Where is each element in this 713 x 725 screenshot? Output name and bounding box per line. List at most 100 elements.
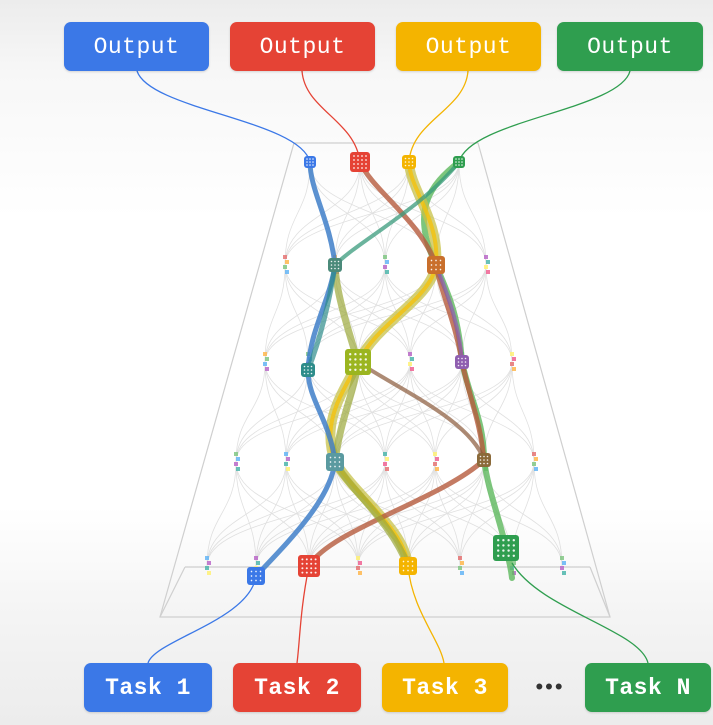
background-connection — [407, 461, 535, 567]
module-box — [427, 256, 445, 274]
neuron-marker — [286, 457, 290, 461]
background-connection — [533, 461, 563, 567]
background-connection — [334, 361, 513, 463]
background-connection — [264, 264, 286, 363]
neuron-marker — [534, 467, 538, 471]
neuron-marker — [236, 467, 240, 471]
background-connection — [458, 161, 487, 266]
neuron-marker — [285, 260, 289, 264]
neuron-marker — [284, 452, 288, 456]
neuron-marker — [254, 556, 258, 560]
background-connection — [284, 161, 410, 266]
background-connection — [264, 361, 287, 463]
task-connectors — [147, 562, 649, 664]
neuron-marker — [383, 265, 387, 269]
neuron-marker — [486, 270, 490, 274]
neuron-marker — [263, 352, 267, 356]
neuron-marker — [207, 561, 211, 565]
background-connection — [357, 264, 487, 363]
neuron-marker — [408, 362, 412, 366]
neuron-marker — [284, 462, 288, 466]
neuron-marker — [512, 357, 516, 361]
neuron-marker — [512, 561, 516, 565]
neuron-marker — [356, 566, 360, 570]
background-connection — [308, 461, 336, 567]
module-box — [493, 535, 519, 561]
module-box — [326, 453, 344, 471]
neuron-marker — [460, 571, 464, 575]
background-connection — [206, 461, 336, 567]
pathways — [253, 157, 515, 581]
neuron-marker — [285, 270, 289, 274]
background-connection — [255, 461, 386, 567]
task-box-3: Task 3 — [382, 663, 508, 712]
module-box — [477, 453, 491, 467]
neuron-marker — [263, 362, 267, 366]
neuron-marker — [205, 556, 209, 560]
background-connection — [511, 361, 535, 463]
background-connection — [235, 461, 310, 567]
module-box — [350, 152, 370, 172]
neuron-marker — [408, 352, 412, 356]
background-connection — [235, 361, 309, 463]
background-connection — [461, 264, 487, 363]
output-box-2: Output — [230, 22, 375, 71]
neuron-marker — [435, 457, 439, 461]
module-box — [455, 355, 469, 369]
neuron-marker — [560, 556, 564, 560]
neuron-marker — [484, 265, 488, 269]
background-connection — [284, 161, 311, 266]
neuron-marker — [484, 255, 488, 259]
neuron-marker — [510, 352, 514, 356]
neuron-marker — [358, 571, 362, 575]
background-connection — [285, 461, 310, 567]
neuron-marker — [283, 255, 287, 259]
neuron-marker — [562, 571, 566, 575]
background-connection — [384, 461, 461, 567]
neuron-marker — [234, 452, 238, 456]
background-connection — [284, 161, 460, 266]
background-connection — [308, 461, 386, 567]
background-connection — [284, 264, 309, 363]
module-box — [402, 155, 416, 169]
module-box — [345, 349, 371, 375]
background-connection — [384, 361, 513, 463]
module-box — [453, 156, 465, 168]
neuron-marker — [286, 467, 290, 471]
background-connection — [255, 461, 436, 567]
neuron-marker — [265, 367, 269, 371]
neuron-marker — [410, 367, 414, 371]
neuron-marker — [512, 367, 516, 371]
background-connection — [485, 264, 513, 363]
neuron-marker — [458, 556, 462, 560]
neuron-marker — [358, 561, 362, 565]
neuron-marker — [356, 556, 360, 560]
output-box-1: Output — [64, 22, 209, 71]
background-connection — [409, 361, 535, 463]
module-box — [247, 567, 265, 585]
background-connection — [235, 361, 266, 463]
neuron-marker — [207, 571, 211, 575]
module-box — [399, 557, 417, 575]
module-box — [298, 555, 320, 577]
neuron-marker — [385, 467, 389, 471]
task-box-1: Task 1 — [84, 663, 212, 712]
neuron-marker — [458, 566, 462, 570]
background-connection — [334, 161, 460, 266]
output-box-4: Output — [557, 22, 703, 71]
neuron-marker — [205, 566, 209, 570]
neuron-marker — [385, 270, 389, 274]
background-connection — [308, 461, 485, 567]
background-connection — [357, 461, 535, 567]
neuron-marker — [234, 462, 238, 466]
neuron-marker — [383, 255, 387, 259]
module-boxes — [247, 152, 519, 585]
task-box-2: Task 2 — [233, 663, 361, 712]
neuron-marker — [534, 457, 538, 461]
more-tasks-ellipsis: ••• — [535, 674, 565, 699]
neuron-marker — [560, 566, 564, 570]
neuron-marker — [562, 561, 566, 565]
background-connection — [434, 461, 461, 567]
pathway-olive — [331, 261, 412, 570]
